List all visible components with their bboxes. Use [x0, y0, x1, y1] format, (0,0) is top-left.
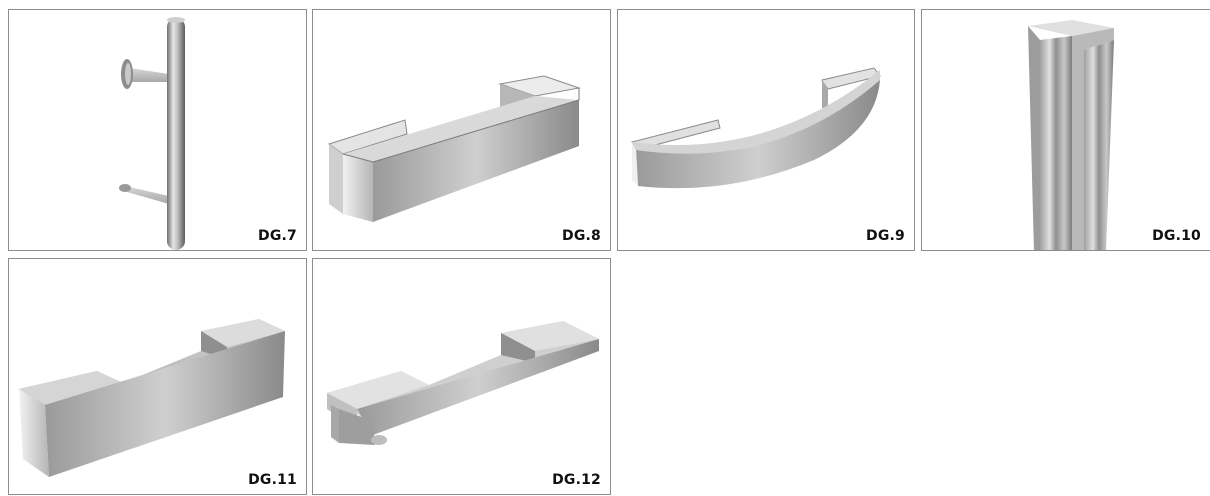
product-code: DG.9: [866, 228, 905, 244]
product-code: DG.11: [248, 472, 297, 488]
product-tile-dg7[interactable]: DG.7: [8, 9, 307, 251]
product-tile-dg9[interactable]: DG.9: [617, 9, 915, 251]
product-code: DG.8: [562, 228, 601, 244]
product-code: DG.10: [1152, 228, 1201, 244]
product-tile-dg11[interactable]: DG.11: [8, 258, 307, 495]
product-code: DG.12: [552, 472, 601, 488]
product-code: DG.7: [258, 228, 297, 244]
product-tile-dg8[interactable]: DG.8: [312, 9, 611, 251]
product-image-dg8: [327, 75, 581, 222]
product-image-dg11: [19, 319, 285, 477]
product-image-dg7: [119, 17, 185, 250]
product-image-dg10: [1028, 20, 1114, 250]
product-tile-dg12[interactable]: DG.12: [312, 258, 611, 495]
product-image-dg12: [327, 321, 599, 445]
product-tile-dg10[interactable]: DG.10: [921, 9, 1210, 251]
product-image-dg9: [631, 67, 881, 189]
